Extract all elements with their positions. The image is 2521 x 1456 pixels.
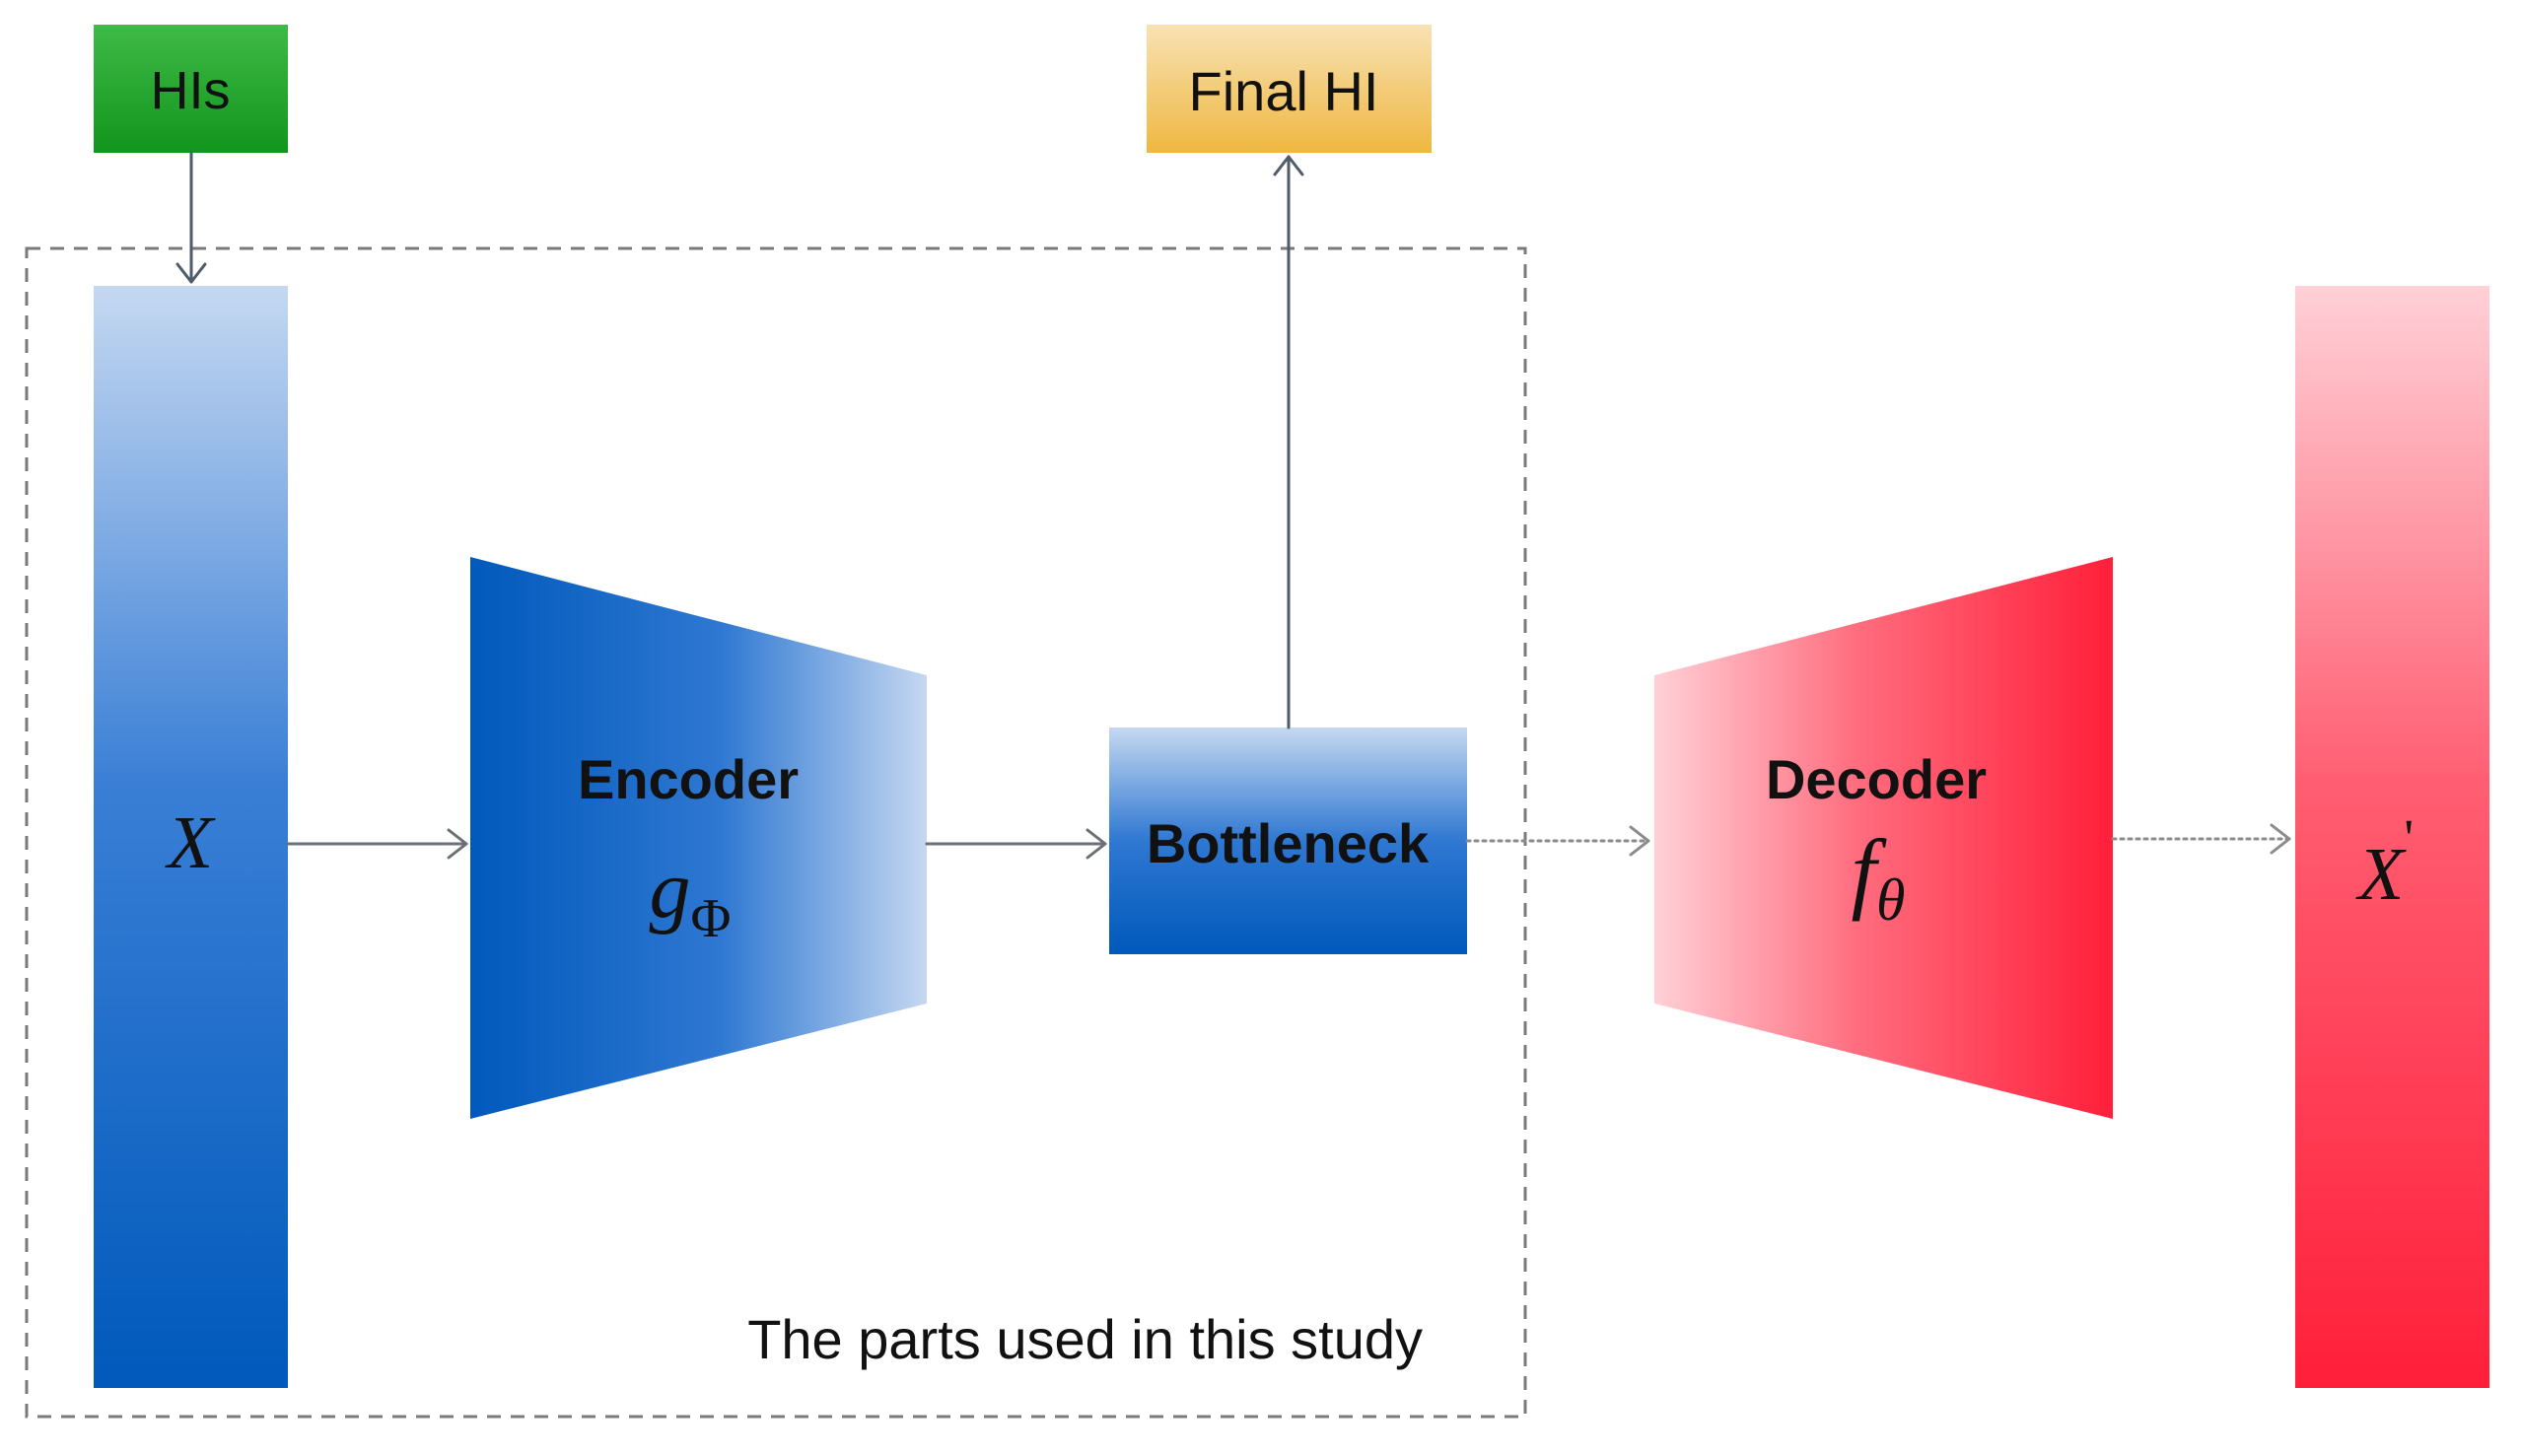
decoder-node: Decoder fθ [1654, 557, 2113, 1119]
final-hi-node: Final HI [1147, 25, 1432, 153]
arrow-his-to-input [175, 151, 207, 284]
arrow-bottleneck-to-decoder [1465, 825, 1650, 857]
output-bar [2295, 286, 2489, 1388]
decoder-symbol-sub: θ [1876, 867, 1905, 933]
input-bar [94, 286, 288, 1388]
his-label: HIs [151, 61, 231, 120]
arrow-decoder-to-output [2111, 823, 2291, 855]
final-hi-label: Final HI [1189, 60, 1379, 122]
decoder-symbol: fθ [1851, 821, 1905, 933]
encoder-title: Encoder [578, 748, 799, 810]
bottleneck-node: Bottleneck [1109, 728, 1467, 954]
decoder-title: Decoder [1766, 748, 1987, 810]
bottleneck-box [1109, 728, 1467, 954]
output-node: X' [2295, 286, 2489, 1388]
arrow-bottleneck-to-final-hi [1273, 155, 1304, 729]
output-symbol-prime: ' [2404, 808, 2414, 867]
arrows [175, 151, 2291, 860]
study-region: The parts used in this study [25, 246, 1527, 1419]
his-node: HIs [94, 25, 288, 153]
output-symbol: X' [2355, 808, 2414, 916]
encoder-symbol: gΦ [650, 844, 732, 949]
output-symbol-main: X [2355, 833, 2407, 916]
bottleneck-label: Bottleneck [1147, 812, 1430, 874]
input-node: X [94, 286, 288, 1388]
his-box [94, 25, 288, 153]
encoder-shape [470, 557, 927, 1119]
study-region-border [25, 246, 1527, 1419]
input-symbol: X [165, 801, 216, 884]
arrow-encoder-to-bottleneck [925, 828, 1107, 860]
arrow-input-to-encoder [286, 828, 468, 860]
encoder-symbol-sub: Φ [691, 888, 732, 949]
encoder-node: Encoder gΦ [470, 557, 927, 1119]
study-region-caption: The parts used in this study [747, 1308, 1423, 1370]
decoder-shape [1654, 557, 2113, 1119]
encoder-symbol-main: g [650, 844, 691, 936]
final-hi-box [1147, 25, 1432, 153]
